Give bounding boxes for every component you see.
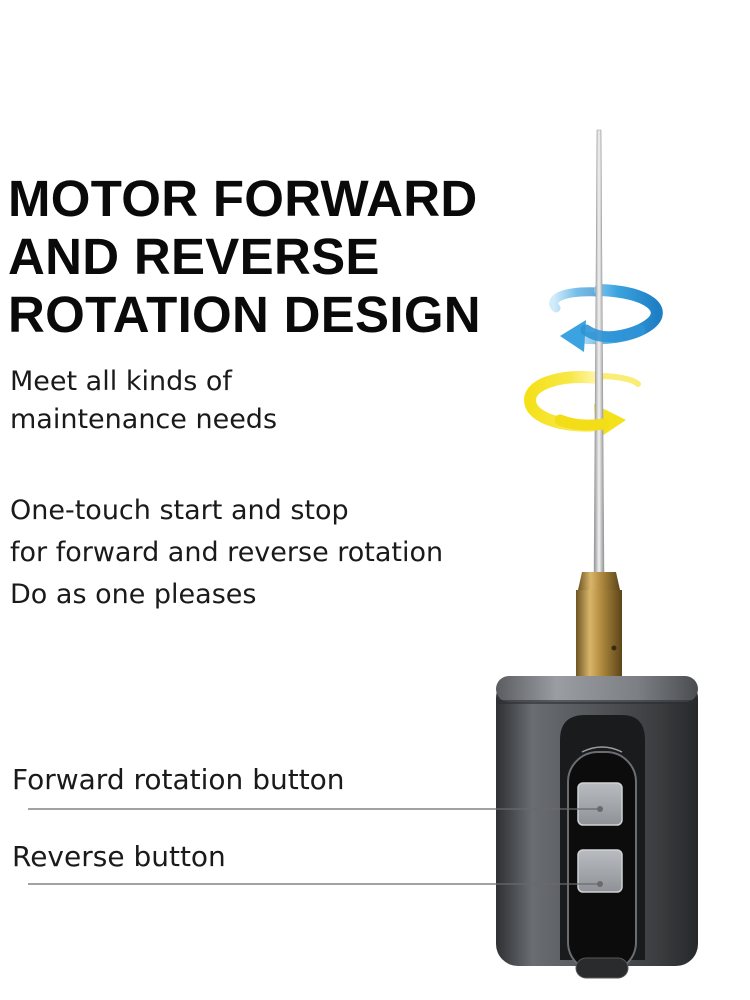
- headline: MOTOR FORWARD AND REVERSE ROTATION DESIG…: [8, 170, 481, 344]
- detail-line-3: Do as one pleases: [10, 579, 257, 610]
- brass-collet: [576, 572, 622, 682]
- headline-line-3: ROTATION DESIGN: [8, 286, 481, 343]
- headline-line-2: AND REVERSE: [8, 228, 380, 285]
- tool-body: [496, 676, 698, 979]
- detail-text: One-touch start and stop for forward and…: [10, 490, 443, 616]
- intro-line-1: Meet all kinds of: [10, 366, 232, 397]
- forward-button-label: Forward rotation button: [12, 763, 345, 796]
- forward-rotation-button[interactable]: [577, 782, 623, 826]
- reverse-button[interactable]: [577, 849, 623, 893]
- needle-bit: [593, 129, 605, 581]
- counterclockwise-rotation-arrow-icon: [549, 284, 663, 352]
- detail-line-2: for forward and reverse rotation: [10, 537, 444, 568]
- intro-line-2: maintenance needs: [10, 404, 278, 435]
- detail-line-1: One-touch start and stop: [10, 495, 349, 526]
- intro-text: Meet all kinds of maintenance needs: [10, 363, 277, 439]
- headline-line-1: MOTOR FORWARD: [8, 170, 478, 227]
- reverse-button-label: Reverse button: [12, 840, 226, 873]
